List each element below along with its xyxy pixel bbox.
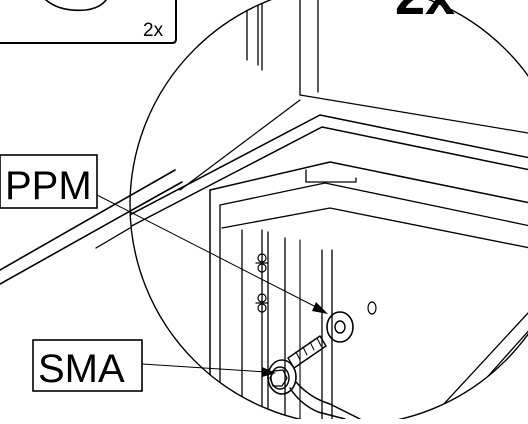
outer-frame [0,169,183,285]
ppm-label: PPM [5,164,92,208]
ppm-label-box [0,154,98,209]
mounting-hole [367,301,377,315]
sma-label-box [32,339,143,392]
inset-quantity-box: 2x [0,0,177,44]
callout-ppm: PPM [0,154,328,314]
inset-quantity-text: 2x [143,20,164,41]
keyhole-slot-lower [255,293,269,313]
callout-sma: SMA [32,339,276,392]
sma-label: SMA [38,347,125,391]
keyhole-slot-upper [255,253,269,273]
washer [326,311,354,343]
magnified-detail [129,0,528,424]
bolt-and-wrench [267,335,361,420]
header-quantity-text: 2x [395,0,455,26]
